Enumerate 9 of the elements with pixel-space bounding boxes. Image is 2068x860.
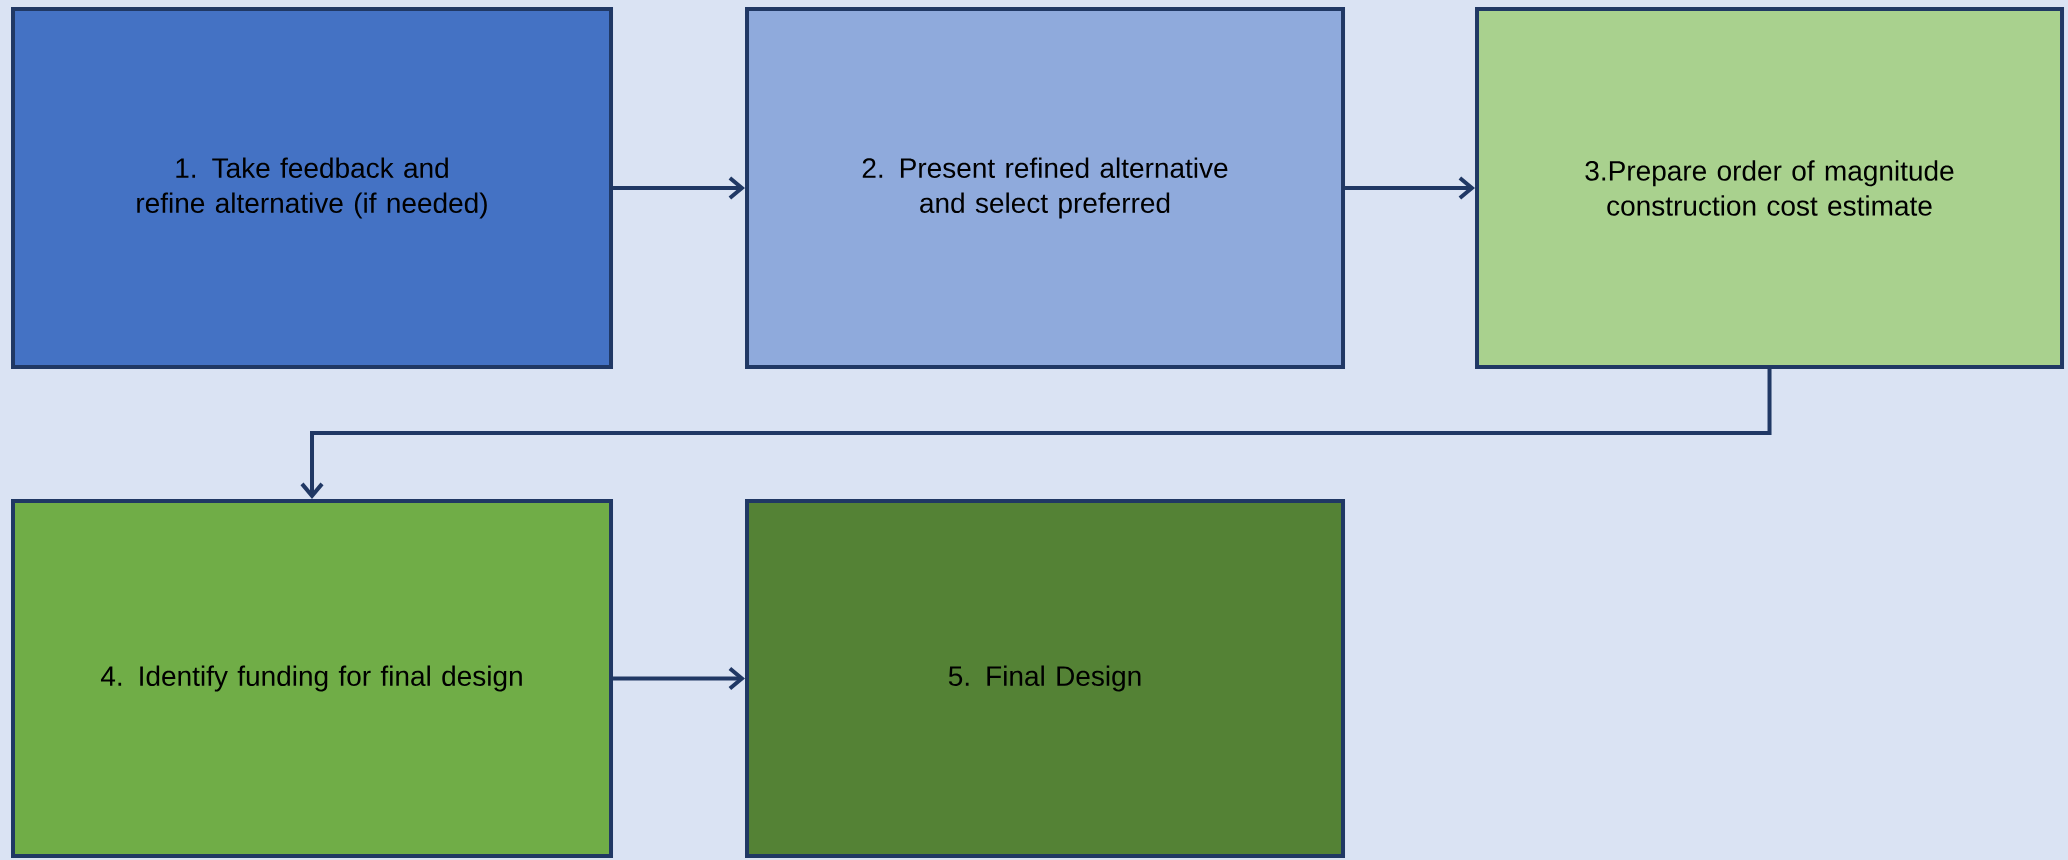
- process-box: 3.Prepare order of magnitude construction cost estimate: [1475, 7, 2065, 369]
- arrow: [300, 369, 1772, 499]
- process-box: 1. Take feedback and refine alternative (if needed): [11, 7, 613, 369]
- arrow: [613, 666, 745, 691]
- process-box: 2. Present refined alternative and select preferred: [745, 7, 1345, 369]
- arrow: [613, 176, 745, 200]
- process-box: 4. Identify funding for final design: [11, 499, 613, 858]
- arrow: [1345, 176, 1475, 200]
- process-box: 5. Final Design: [745, 499, 1345, 858]
